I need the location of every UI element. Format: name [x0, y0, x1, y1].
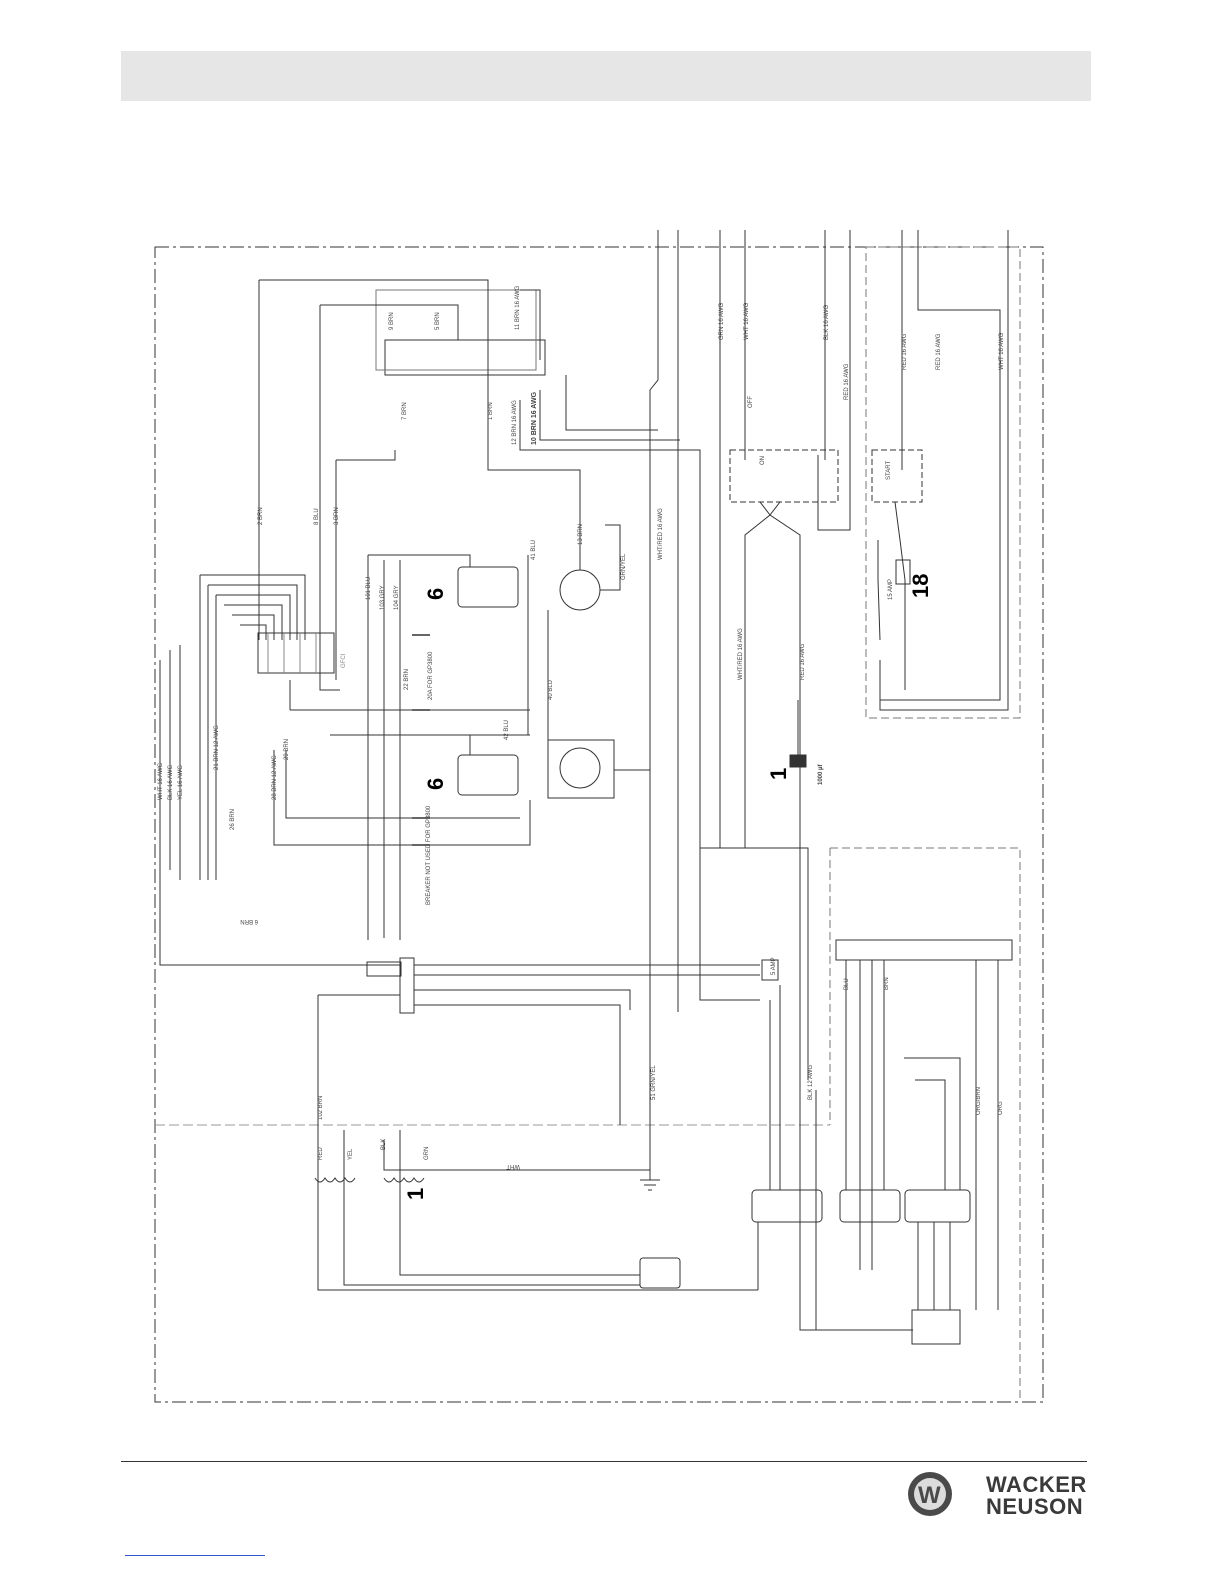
label-11brn: 11 BRN 16 AWG [515, 285, 521, 330]
label-12brn: 12 BRN 16 AWG [512, 400, 518, 445]
label-gfci: GFCI [341, 653, 347, 668]
label-5amp: 5 AMP [771, 957, 777, 975]
header-band [121, 51, 1091, 101]
starter-relay [895, 559, 911, 585]
starter-panel-dashed [865, 246, 1021, 719]
label-3brn: 3 BRN [334, 507, 340, 525]
label-40blu: 40 BLU [548, 680, 554, 700]
callout-starter: 18 [908, 574, 933, 598]
label-blk16: BLK 16 AWG [168, 765, 174, 800]
brand-line-1: WACKER [986, 1472, 1087, 1497]
callout-outlet-top: 6 [423, 588, 448, 600]
label-blu: BLU [844, 978, 850, 990]
label-red16c: RED 16 AWG [936, 333, 942, 370]
label-start: START [886, 461, 892, 480]
label-orgbrn: ORG/BRN [976, 1087, 982, 1115]
label-red16d: RED 16 AWG [800, 643, 806, 680]
footer-link-underline[interactable] [125, 1555, 265, 1556]
terminal-strip-lower [835, 939, 1013, 961]
terminal-board-top [384, 339, 546, 376]
label-7brn: 7 BRN [402, 402, 408, 420]
fuse-5amp [761, 959, 779, 981]
start-switch-box [871, 449, 923, 503]
connector-plug-3 [904, 1189, 971, 1223]
footer-rule [121, 1461, 1087, 1462]
label-wht16b: WHT 16 AWG [744, 302, 750, 340]
outlet-bottom [457, 754, 519, 796]
label-26brn: 26 BRN [230, 809, 236, 830]
label-42blu: 42 BLU [504, 720, 510, 740]
label-28brn: 28 BRN 12 AWG [272, 755, 278, 800]
label-2brn: 2 BRN [258, 507, 264, 525]
label-20a: 20A FOR GP3800 [428, 651, 434, 700]
coil-left [314, 1177, 356, 1183]
junction-block-a [366, 961, 402, 977]
label-org: ORG [998, 1101, 1004, 1115]
label-grn: GRN [424, 1147, 430, 1160]
on-off-switch-box [729, 449, 839, 503]
diode-block [911, 1309, 961, 1345]
brand-line-2: NEUSON [986, 1494, 1084, 1519]
label-uf: 1000 µf [818, 764, 824, 785]
label-21brn: 21 BRN 12 AWG [214, 725, 220, 770]
wire-wht-red-left [649, 230, 659, 1160]
wacker-neuson-logo: W WACKER NEUSON [906, 1470, 1096, 1522]
label-29brn: 29 BRN [284, 739, 290, 760]
outer-frame-dashed [154, 246, 1044, 1403]
label-on: ON [760, 456, 766, 465]
capacitor-1 [789, 754, 807, 768]
label-13brn: 13 BRN [578, 524, 584, 545]
label-blk12: BLK 12 AWG [808, 1065, 814, 1100]
label-103gry: 103 GRY [380, 585, 386, 610]
callout-capacitor: 1 [766, 768, 791, 780]
label-wht-red16b: WHT/RED 16 AWG [738, 628, 744, 680]
label-6brn: 6 BRN [240, 918, 258, 924]
label-15amp: 15 AMP [888, 579, 894, 600]
label-yel16: YEL 16 AWG [178, 765, 184, 800]
outlet-top [457, 566, 519, 608]
label-red16b: RED 16 AWG [902, 333, 908, 370]
label-breaker-note: BREAKER NOT USED FOR GP3800 [426, 805, 432, 905]
ground-symbol [640, 1160, 660, 1191]
label-yel: YEL [348, 1148, 354, 1160]
label-wht-red16: WHT/RED 16 AWG [658, 508, 664, 560]
junction-block-b [399, 957, 415, 1014]
label-blk16b: BLK 16 AWG [824, 305, 830, 340]
label-9brn: 9 BRN [389, 312, 395, 330]
label-wht: WHT [506, 1163, 520, 1169]
label-off: OFF [748, 396, 754, 408]
coil-right [383, 1177, 425, 1183]
gfci-block [257, 632, 335, 674]
connector-bottom-a [639, 1257, 681, 1289]
label-brn: BRN [884, 977, 890, 990]
label-5brn: 5 BRN [435, 312, 441, 330]
label-22brn: 22 BRN [404, 669, 410, 690]
label-grnyel: GRN/YEL [621, 553, 627, 580]
callout-outlet-bottom: 6 [423, 778, 448, 790]
lower-panel-dashed [830, 847, 1021, 1402]
label-101blu: 101 BLU [366, 577, 372, 600]
label-wht16: WHT 16 AWG [158, 762, 164, 800]
label-wht16c: WHT 16 AWG [999, 332, 1005, 370]
label-10brn: 10 BRN 16 AWG [531, 391, 538, 445]
callout-winding: 1 [403, 1188, 428, 1200]
connector-plug-1 [751, 1189, 823, 1223]
label-102brn: 102 BRN [318, 1096, 324, 1120]
label-8blu: 8 BLU [314, 508, 320, 525]
label-1brn: 1 BRN [488, 402, 494, 420]
label-41blu: 41 BLU [531, 540, 537, 560]
twist-lock-bottom-box [547, 739, 615, 799]
connector-plug-2 [839, 1189, 901, 1223]
label-red: RED [318, 1147, 324, 1160]
label-104gry: 104 GRY [394, 585, 400, 610]
svg-text:W: W [918, 1482, 941, 1509]
label-blk: BLK [381, 1139, 387, 1150]
label-grn16: GRN 16 AWG [719, 303, 725, 340]
twist-lock-top [559, 569, 601, 611]
label-red16: RED 16 AWG [844, 363, 850, 400]
label-51grnyel: 51 GRN/YEL [651, 1065, 657, 1100]
wacker-neuson-emblem-icon: W [908, 1472, 952, 1516]
